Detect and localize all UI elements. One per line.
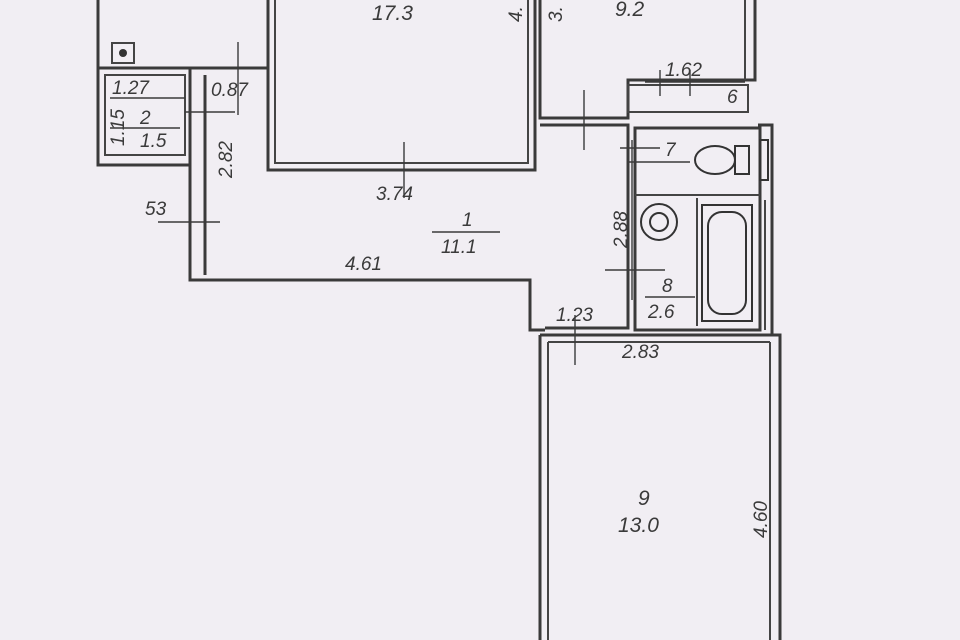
room-8-area: 2.6 bbox=[647, 302, 675, 323]
toilet-bowl bbox=[694, 145, 736, 175]
room-2-number: 2 bbox=[139, 108, 151, 129]
room-9-walls bbox=[540, 333, 782, 640]
stove-symbol bbox=[111, 42, 135, 64]
room-9-area: 13.0 bbox=[618, 514, 659, 537]
fixtures bbox=[640, 139, 769, 322]
room-9-2-area: 9.2 bbox=[615, 0, 645, 21]
kitchen-left-wall bbox=[96, 0, 190, 167]
dim-1-23: 1.23 bbox=[556, 305, 593, 326]
cut-dim-a: 4. bbox=[506, 6, 527, 22]
toilet-tank bbox=[734, 145, 750, 175]
dim-1-62: 1.62 bbox=[665, 60, 702, 81]
cut-dim-c: 53 bbox=[145, 199, 167, 220]
dim-1-27: 1.27 bbox=[112, 78, 150, 99]
room-8-number: 8 bbox=[662, 276, 673, 297]
sink-inner bbox=[649, 212, 669, 232]
right-shaft-wall bbox=[758, 123, 774, 335]
cut-dim-b: 3. bbox=[546, 6, 567, 22]
sink-outer bbox=[640, 203, 678, 241]
dim-2-88: 2.88 bbox=[611, 211, 632, 249]
room-1-number: 1 bbox=[462, 210, 473, 231]
dim-2-82: 2.82 bbox=[216, 141, 237, 179]
stove-burner bbox=[119, 49, 127, 57]
room-9-number: 9 bbox=[638, 487, 650, 510]
shaft-fixture bbox=[759, 139, 769, 181]
closet-6-box bbox=[627, 84, 749, 113]
dimension-lines bbox=[110, 42, 745, 365]
bathtub-inner bbox=[707, 211, 747, 315]
dim-4-60: 4.60 bbox=[751, 501, 772, 538]
dim-1-15: 1.15 bbox=[108, 109, 129, 146]
room-9-2-walls bbox=[538, 0, 757, 120]
dim-2-83: 2.83 bbox=[621, 342, 659, 363]
bathtub-outer bbox=[701, 204, 753, 322]
room-6-number: 6 bbox=[727, 87, 738, 108]
walls bbox=[96, 0, 782, 640]
room-17-area: 17.3 bbox=[372, 2, 413, 25]
dim-4-61: 4.61 bbox=[345, 254, 382, 275]
dim-0-87: 0.87 bbox=[211, 80, 249, 101]
dim-3-74: 3.74 bbox=[376, 184, 413, 205]
room-2-box bbox=[104, 74, 186, 156]
room-2-area: 1.5 bbox=[140, 131, 167, 152]
room-1-area: 11.1 bbox=[441, 237, 477, 258]
labels: 17.3 9.2 4. 3. 53 1.27 0.87 1.15 2 1.5 2… bbox=[108, 0, 772, 538]
bath-outer bbox=[633, 126, 762, 332]
room-17-walls bbox=[266, 0, 537, 172]
room-7-number: 7 bbox=[665, 140, 677, 161]
corridor-left-wall bbox=[188, 68, 545, 332]
room-17-inner bbox=[274, 0, 529, 164]
